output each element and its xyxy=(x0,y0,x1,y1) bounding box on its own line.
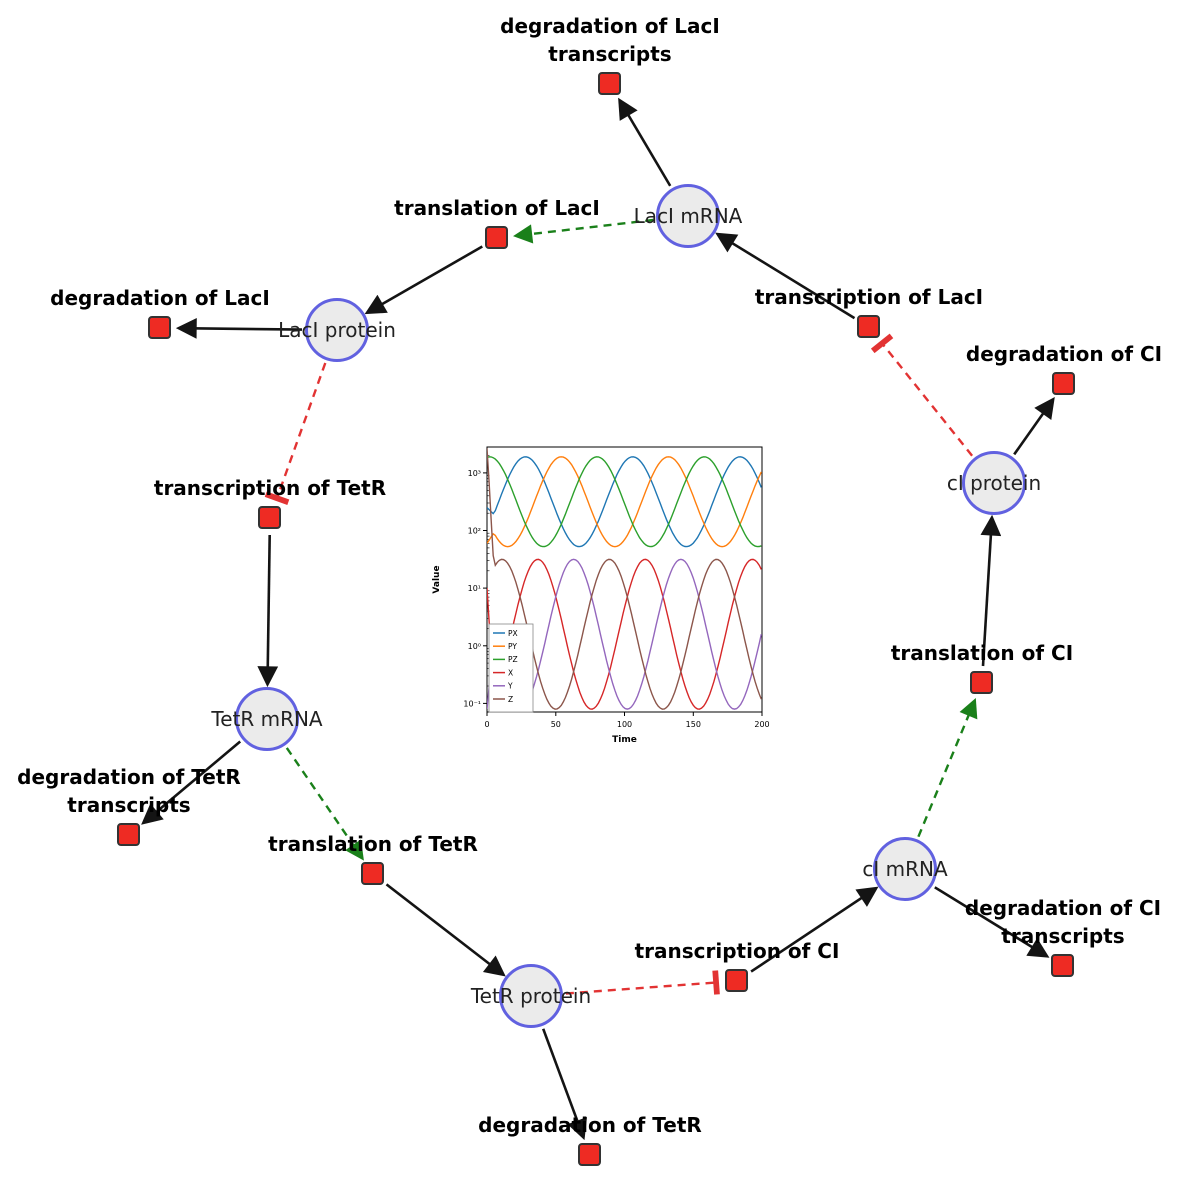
series-line-X xyxy=(487,558,762,710)
reaction-label-line: translation of LacI xyxy=(394,196,600,220)
y-tick-label: 10⁰ xyxy=(468,642,481,651)
reaction-node-translation-ci[interactable] xyxy=(970,671,993,694)
reaction-label-line: transcripts xyxy=(548,42,672,66)
reaction-node-transcription-laci[interactable] xyxy=(857,315,880,338)
edge-production-translation-ci-to-ci-protein xyxy=(980,514,1002,667)
species-node-laci-protein[interactable] xyxy=(305,298,369,362)
reaction-label-deg-laci-transcripts: degradation of LacI transcripts xyxy=(500,12,720,68)
reaction-label-translation-ci: translation of CI xyxy=(891,639,1073,667)
reaction-node-deg-tetr-transcripts[interactable] xyxy=(117,823,140,846)
reaction-node-deg-laci[interactable] xyxy=(148,316,171,339)
legend-label-PY: PY xyxy=(508,642,517,651)
x-tick-label: 100 xyxy=(617,720,632,729)
reaction-label-line: degradation of CI xyxy=(965,342,1163,366)
reaction-label-line: transcripts xyxy=(1001,924,1125,948)
edge-consumption-ci-protein-to-deg-ci xyxy=(1013,396,1055,456)
reaction-label-line: degradation of TetR xyxy=(17,765,241,789)
edge-modifier-ci-mrna-to-translation-ci xyxy=(917,697,978,838)
edge-consumption-tetr-protein-to-deg-tetr xyxy=(541,1028,588,1141)
edge-production-translation-tetr-to-tetr-protein xyxy=(385,883,506,977)
reaction-label-line: translation of CI xyxy=(890,641,1074,665)
legend-label-X: X xyxy=(508,668,513,677)
reaction-label-deg-tetr-transcripts: degradation of TetR transcripts xyxy=(17,763,241,819)
species-node-laci-mrna[interactable] xyxy=(656,184,720,248)
reaction-node-translation-laci[interactable] xyxy=(485,226,508,249)
legend-label-Y: Y xyxy=(507,682,513,691)
legend-label-Z: Z xyxy=(508,695,513,704)
x-tick-label: 0 xyxy=(484,720,489,729)
edge-consumption-ci-mrna-to-deg-ci-transcripts xyxy=(934,886,1050,958)
reaction-label-line: degradation of LacI xyxy=(50,286,270,310)
species-label-tetr-mrna: TetR mRNA xyxy=(211,707,323,731)
species-node-tetr-protein[interactable] xyxy=(499,964,563,1028)
series-line-PY xyxy=(487,456,762,548)
reaction-node-translation-tetr[interactable] xyxy=(361,862,384,885)
reaction-label-deg-laci: degradation of LacI xyxy=(50,284,270,312)
species-label-ci-protein: cI protein xyxy=(946,471,1042,495)
y-axis-label: Value xyxy=(432,565,442,593)
edge-inhibition-tetr-protein-to-transcription-ci xyxy=(565,970,720,995)
edge-inhibition-laci-protein-to-transcription-tetr xyxy=(264,362,327,505)
edge-production-translation-laci-to-laci-protein xyxy=(364,245,483,315)
reaction-node-deg-ci[interactable] xyxy=(1052,372,1075,395)
edge-production-transcription-ci-to-ci-mrna xyxy=(750,886,879,973)
series-line-PZ xyxy=(487,456,762,548)
species-label-ci-mrna: cI mRNA xyxy=(862,857,948,881)
reaction-label-line: degradation of CI xyxy=(964,896,1162,920)
reaction-node-deg-ci-transcripts[interactable] xyxy=(1051,954,1074,977)
reaction-label-line: degradation of TetR xyxy=(478,1113,702,1137)
edge-consumption-tetr-mrna-to-deg-tetr-transcripts xyxy=(141,740,242,825)
reaction-label-line: transcription of TetR xyxy=(153,476,387,500)
reaction-label-line: transcription of LacI xyxy=(754,285,984,309)
reaction-label-transcription-tetr: transcription of TetR xyxy=(154,474,386,502)
edge-inhibition-ci-protein-to-transcription-laci xyxy=(870,333,974,457)
edge-production-transcription-laci-to-laci-mrna xyxy=(715,232,856,320)
series-line-PX xyxy=(487,456,762,548)
species-node-ci-mrna[interactable] xyxy=(873,837,937,901)
x-tick-label: 50 xyxy=(551,720,561,729)
y-tick-label: 10³ xyxy=(468,469,481,478)
legend-label-PX: PX xyxy=(508,629,518,638)
legend-label-PZ: PZ xyxy=(508,655,518,664)
reaction-label-line: translation of TetR xyxy=(268,832,478,856)
edge-consumption-laci-mrna-to-deg-laci-transcripts xyxy=(618,97,672,187)
y-tick-label: 10² xyxy=(468,527,481,536)
reaction-label-deg-ci: degradation of CI xyxy=(966,340,1162,368)
reaction-label-line: transcripts xyxy=(67,793,191,817)
reaction-label-deg-tetr: degradation of TetR xyxy=(478,1111,702,1139)
y-tick-label: 10⁻¹ xyxy=(463,699,481,708)
reaction-label-translation-laci: translation of LacI xyxy=(394,194,600,222)
chart-legend-box xyxy=(488,623,534,713)
reaction-label-translation-tetr: translation of TetR xyxy=(268,830,478,858)
species-label-tetr-protein: TetR protein xyxy=(470,984,592,1008)
y-tick-label: 10¹ xyxy=(468,584,481,593)
species-node-tetr-mrna[interactable] xyxy=(235,687,299,751)
edge-consumption-laci-protein-to-deg-laci xyxy=(175,318,303,339)
reaction-label-transcription-ci: transcription of CI xyxy=(635,937,840,965)
reaction-node-transcription-ci[interactable] xyxy=(725,969,748,992)
reaction-label-line: transcription of CI xyxy=(634,939,840,963)
reaction-label-line: degradation of LacI xyxy=(500,14,720,38)
reaction-node-deg-tetr[interactable] xyxy=(578,1143,601,1166)
species-label-laci-mrna: LacI mRNA xyxy=(633,204,743,228)
species-node-ci-protein[interactable] xyxy=(962,451,1026,515)
reaction-node-deg-laci-transcripts[interactable] xyxy=(598,72,621,95)
x-tick-label: 200 xyxy=(754,720,769,729)
reaction-node-transcription-tetr[interactable] xyxy=(258,506,281,529)
reaction-label-transcription-laci: transcription of LacI xyxy=(755,283,983,311)
reaction-label-deg-ci-transcripts: degradation of CI transcripts xyxy=(965,894,1161,950)
species-label-laci-protein: LacI protein xyxy=(278,318,396,342)
x-axis-label: Time xyxy=(612,735,637,745)
x-tick-label: 150 xyxy=(686,720,701,729)
edge-modifier-laci-mrna-to-translation-laci xyxy=(513,218,654,244)
edge-production-transcription-tetr-to-tetr-mrna xyxy=(257,534,279,688)
